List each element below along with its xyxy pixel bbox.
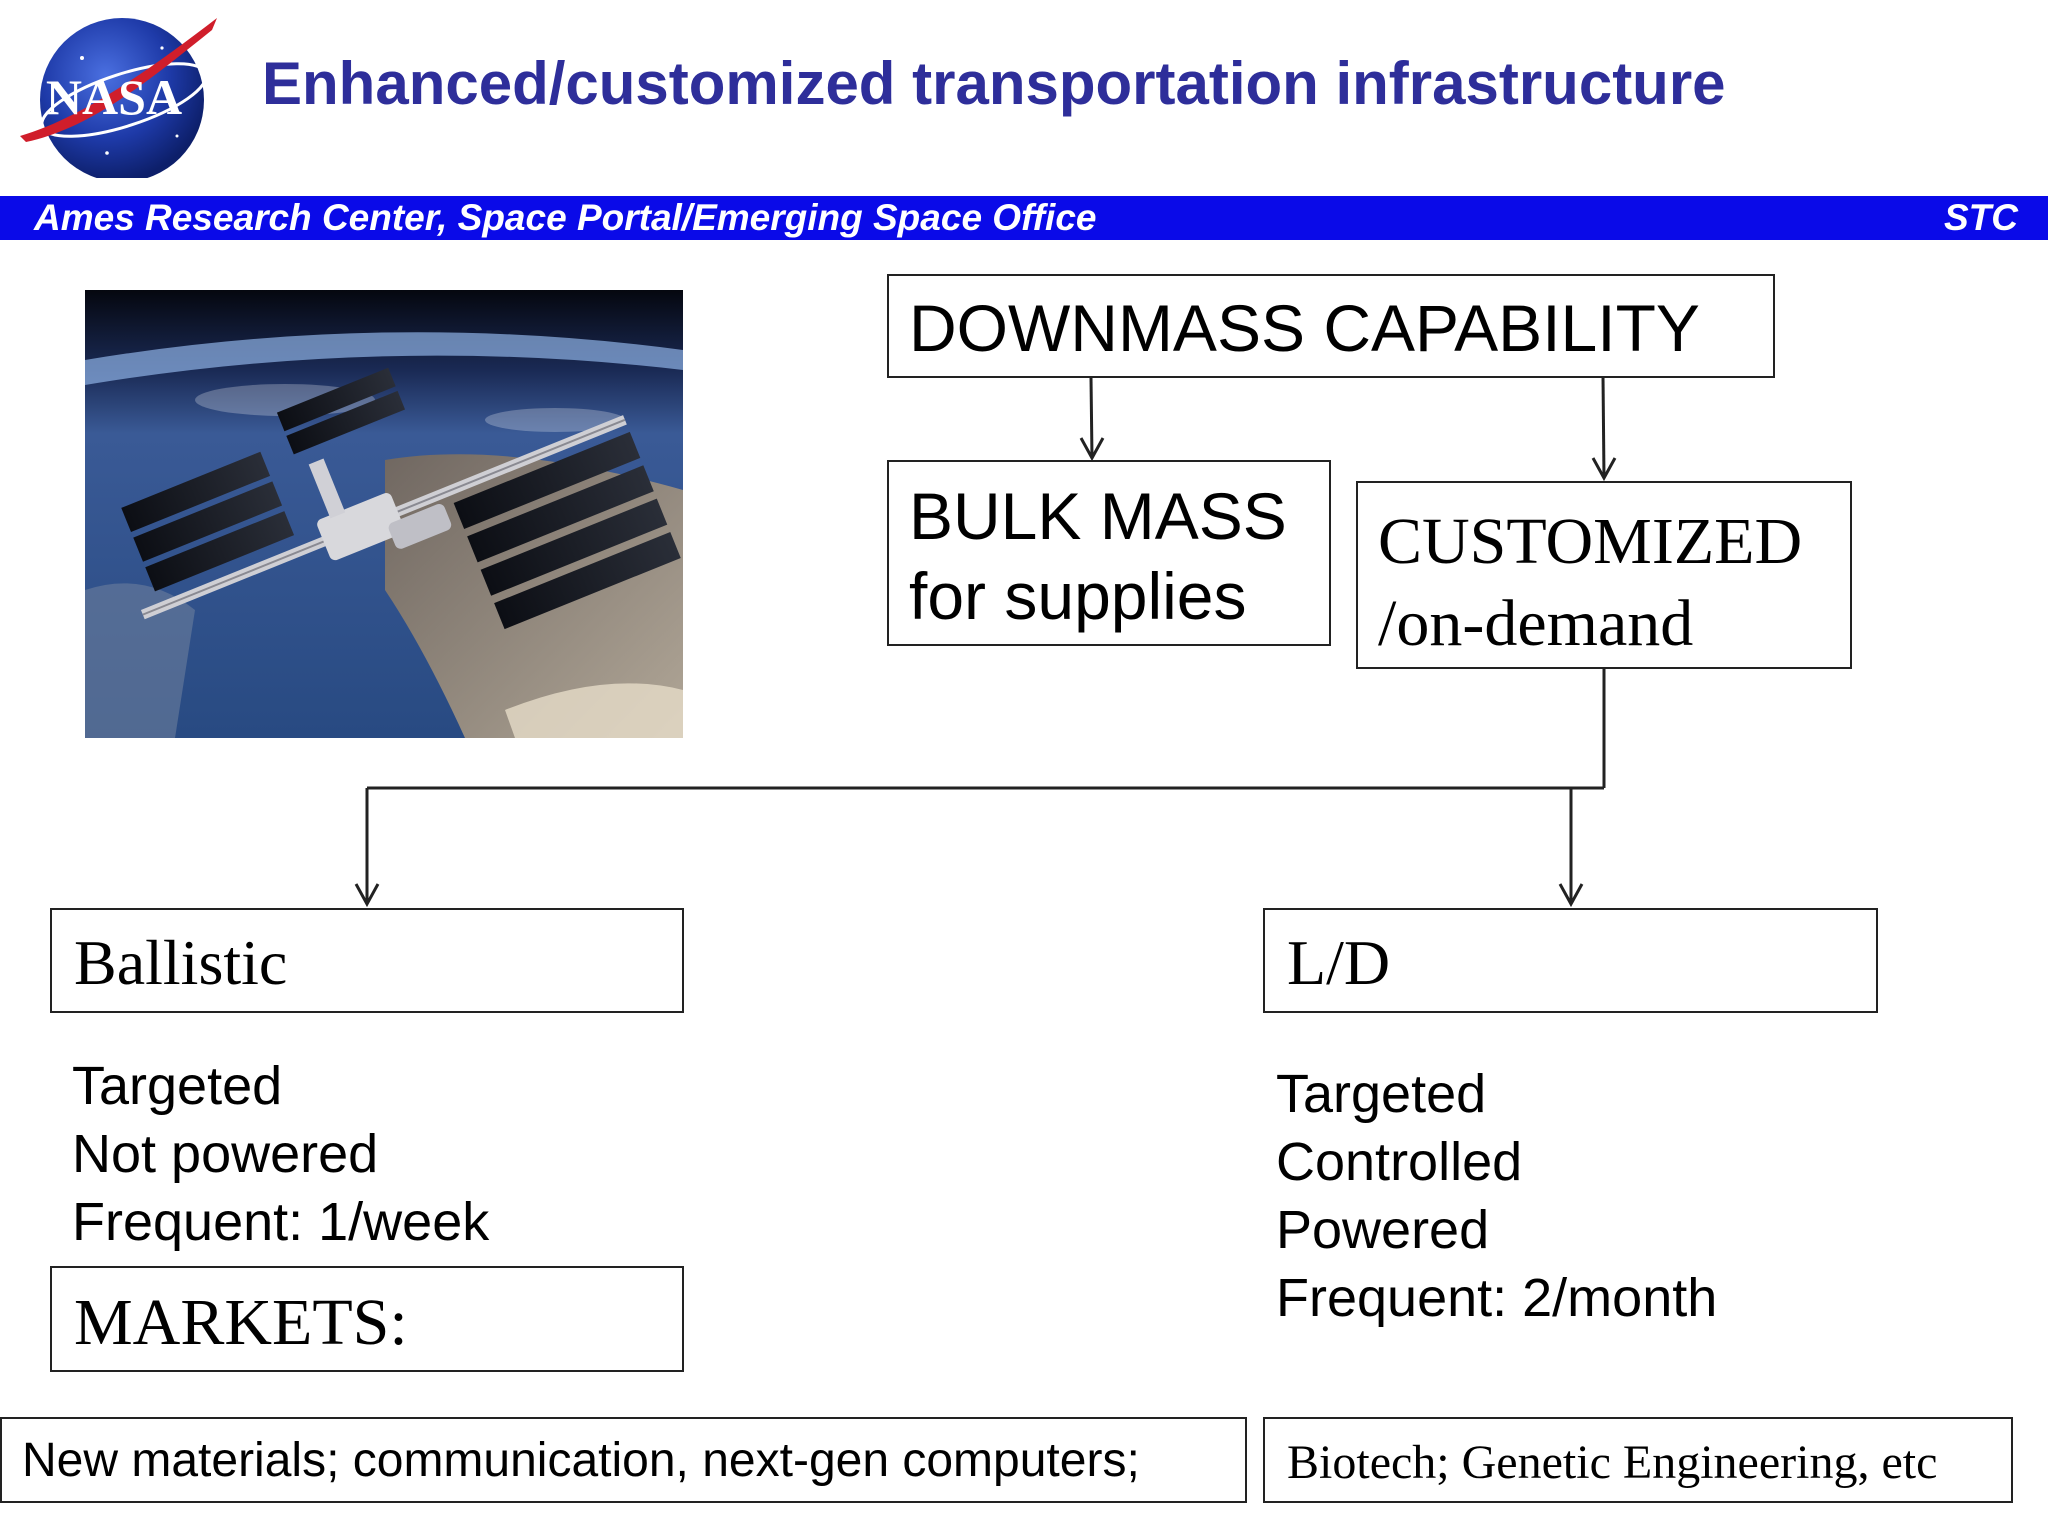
downmass-capability-box: DOWNMASS CAPABILITY	[887, 274, 1775, 378]
banner-code-text: STC	[1944, 197, 2018, 238]
ballistic-properties: Targeted Not powered Frequent: 1/week	[72, 1052, 489, 1256]
ld-properties: Targeted Controlled Powered Frequent: 2/…	[1276, 1060, 1717, 1332]
markets-box: MARKETS:	[50, 1266, 684, 1372]
ld-box: L/D	[1263, 908, 1878, 1013]
markets-right-text: Biotech; Genetic Engineering, etc	[1287, 1436, 1938, 1489]
page-title: Enhanced/customized transportation infra…	[262, 50, 1726, 117]
ld-label: L/D	[1287, 927, 1391, 998]
list-item: Powered	[1276, 1200, 1490, 1260]
banner: Ames Research Center, Space Portal/Emerg…	[0, 196, 2048, 240]
markets-left-box: New materials; communication, next-gen c…	[0, 1417, 1247, 1503]
bulk-mass-label: BULK MASS	[909, 479, 1287, 553]
ballistic-label: Ballistic	[74, 927, 288, 998]
ballistic-box: Ballistic	[50, 908, 684, 1013]
markets-right-box: Biotech; Genetic Engineering, etc	[1263, 1417, 2013, 1503]
downmass-label: DOWNMASS CAPABILITY	[909, 291, 1700, 365]
list-item: Targeted	[72, 1056, 283, 1116]
list-item: Controlled	[1276, 1132, 1523, 1192]
markets-left-text: New materials; communication, next-gen c…	[22, 1434, 1140, 1487]
customized-sublabel: /on-demand	[1378, 587, 1694, 660]
list-item: Frequent: 1/week	[72, 1192, 490, 1252]
bulk-mass-sublabel: for supplies	[909, 559, 1247, 633]
nasa-logo: NASA	[20, 18, 217, 178]
logo-text: NASA	[46, 69, 182, 125]
customized-label: CUSTOMIZED	[1378, 505, 1803, 578]
list-item: Frequent: 2/month	[1276, 1268, 1718, 1328]
space-station-image	[85, 290, 683, 738]
banner-org-text: Ames Research Center, Space Portal/Emerg…	[34, 197, 1097, 238]
bulk-mass-box: BULK MASS for supplies	[887, 460, 1331, 646]
markets-label: MARKETS:	[74, 1286, 408, 1359]
list-item: Not powered	[72, 1124, 379, 1184]
customized-box: CUSTOMIZED /on-demand	[1356, 481, 1852, 669]
list-item: Targeted	[1276, 1064, 1487, 1124]
